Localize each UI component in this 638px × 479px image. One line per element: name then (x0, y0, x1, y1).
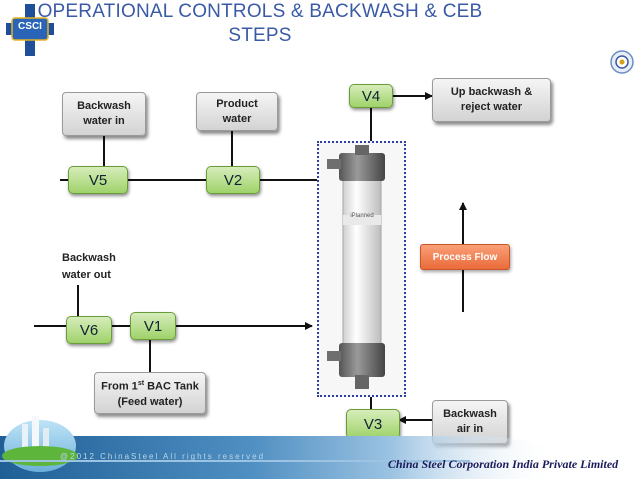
product-water-box: Product water (196, 92, 278, 131)
valve-v6-label: V6 (79, 321, 99, 339)
backwash-water-out-label: Backwash water out (62, 250, 116, 284)
backwash-in-line-1: Backwash (77, 100, 131, 112)
backwash-out-line-2: water out (62, 269, 111, 281)
valve-v1[interactable]: V1 (130, 312, 176, 340)
footer-copyright: @2012 ChinaSteel All rights reserved (60, 452, 266, 461)
valve-v6[interactable]: V6 (66, 316, 112, 344)
backwash-water-in-box: Backwash water in (62, 92, 146, 136)
valve-v1-label: V1 (143, 317, 163, 335)
logo-text: CSCI (18, 21, 42, 32)
valve-v5[interactable]: V5 (68, 166, 128, 194)
membrane-module: iPlanned (317, 141, 406, 397)
company-logo: CSCI (6, 4, 54, 56)
slide-title: OPERATIONAL CONTROLS & BACKWASH & CEB ST… (0, 0, 520, 48)
emblem-icon (610, 50, 634, 74)
footer-decoration (0, 416, 560, 479)
membrane-cylinder (327, 145, 385, 389)
title-line-1: OPERATIONAL CONTROLS & BACKWASH & CEB (37, 1, 483, 22)
feed-line-2: (Feed water) (117, 395, 183, 408)
feed-line-1-sup: st (137, 380, 145, 388)
valve-v2-label: V2 (223, 171, 243, 189)
product-line-1: Product (216, 97, 258, 110)
backwash-out-line-1: Backwash (62, 252, 116, 264)
feed-line-1-text: From 1 (101, 380, 138, 393)
product-line-2: water (222, 112, 252, 125)
feed-line-1: From 1st BAC Tank (101, 376, 199, 395)
air-line-1: Backwash (443, 408, 497, 420)
backwash-in-line-2: water in (83, 115, 125, 127)
up-backwash-line-2: reject water (460, 101, 523, 113)
valve-v4-label: V4 (361, 87, 381, 105)
valve-v2[interactable]: V2 (206, 166, 260, 194)
feed-line-1-tail: BAC Tank (144, 380, 199, 393)
valve-v5-label: V5 (88, 171, 108, 189)
valve-v4[interactable]: V4 (349, 84, 393, 108)
process-flow-tag: Process Flow (420, 244, 510, 270)
valve-v3[interactable]: V3 (346, 409, 400, 439)
title-line-2: STEPS (228, 25, 292, 46)
footer-company-name: China Steel Corporation India Private Li… (387, 457, 619, 471)
valve-v3-label: V3 (363, 415, 383, 433)
air-line-2: air in (456, 423, 484, 435)
membrane-brand: iPlanned (350, 213, 374, 219)
up-backwash-line-1: Up backwash & (450, 86, 533, 98)
up-backwash-box: Up backwash & reject water (432, 78, 551, 122)
feed-water-box: From 1st BAC Tank (Feed water) (94, 372, 206, 414)
